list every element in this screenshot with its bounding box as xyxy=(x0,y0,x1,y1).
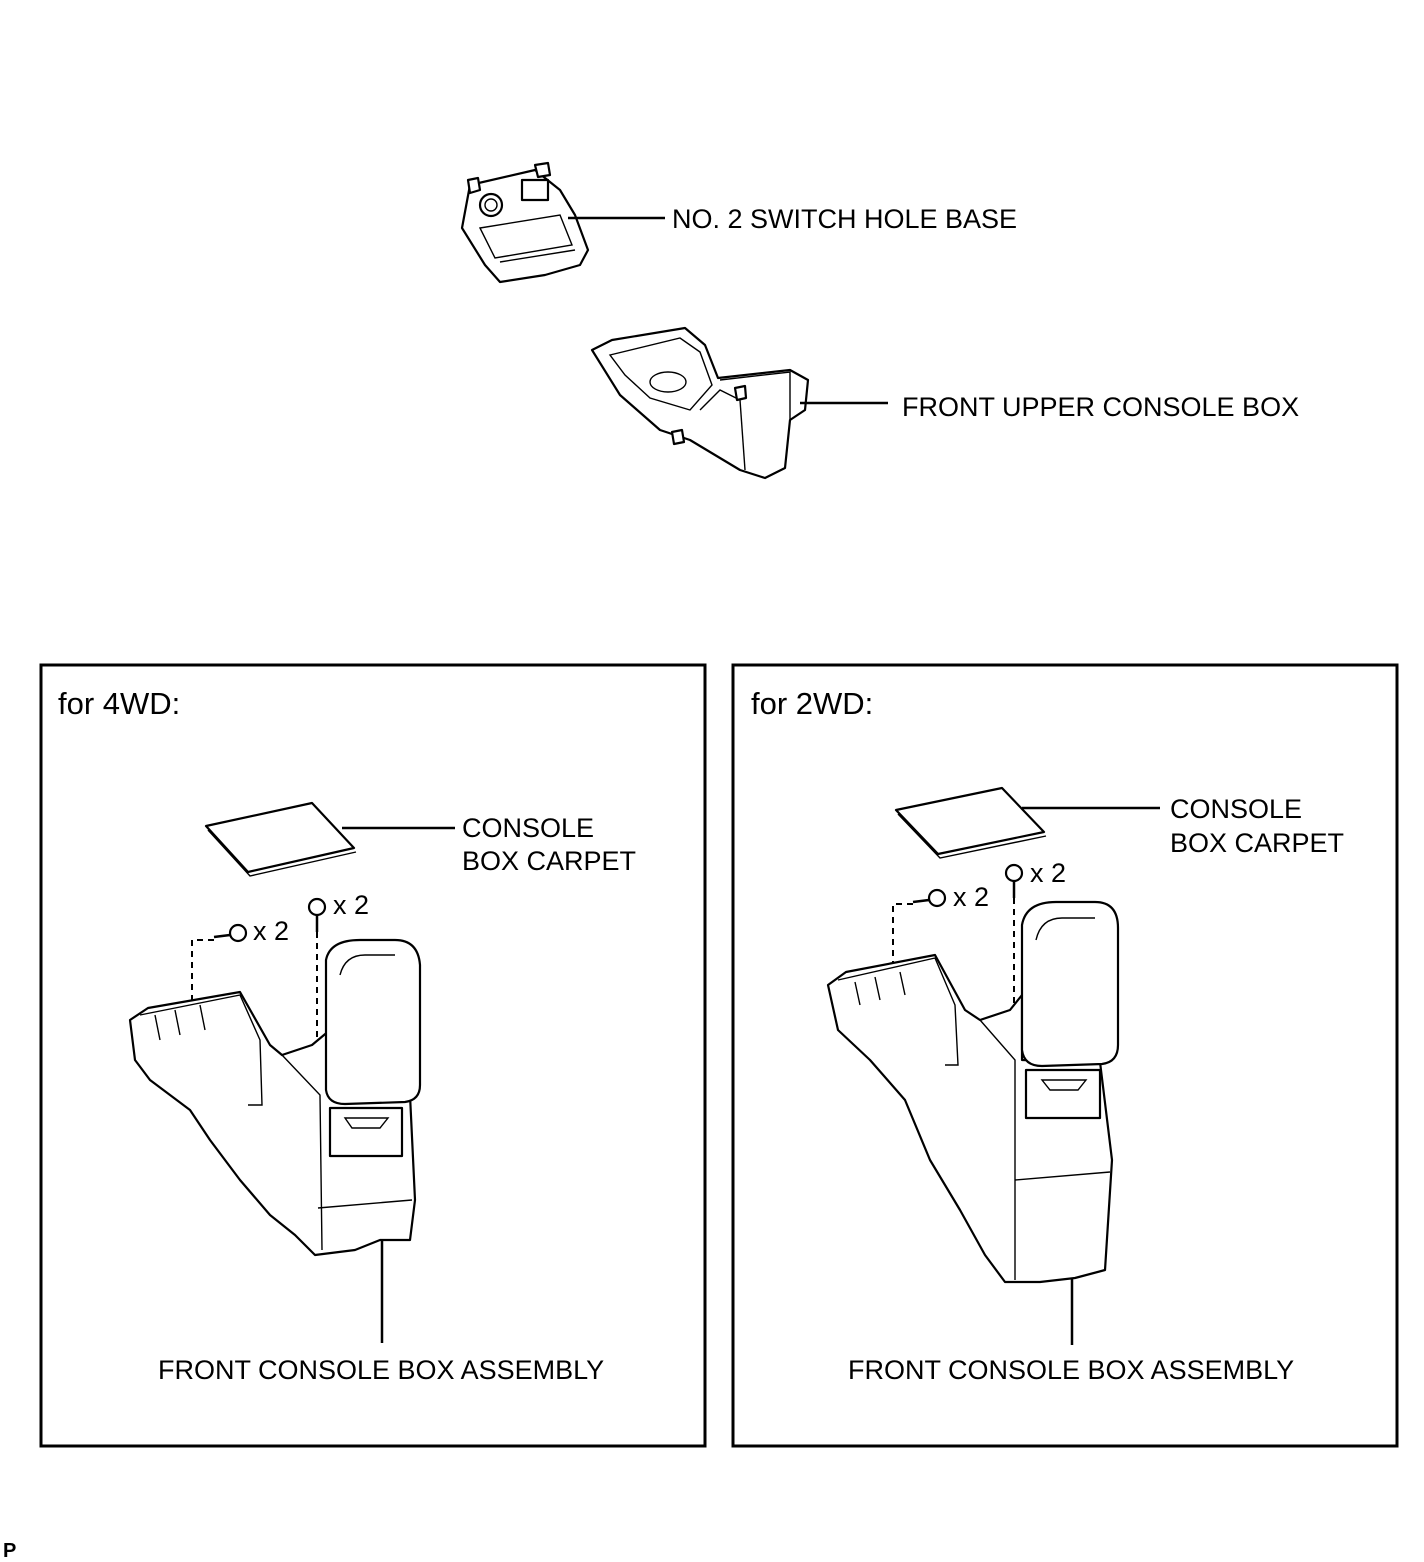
panel-2wd-carpet-label-line1: CONSOLE xyxy=(1170,794,1302,824)
footer-mark: P xyxy=(3,1540,16,1562)
panel-4wd-assembly-label: FRONT CONSOLE BOX ASSEMBLY xyxy=(158,1355,604,1385)
panel-4wd-front-console-box-assembly-part xyxy=(128,938,422,1257)
panel-4wd-screw-horizontal-icon xyxy=(213,923,248,943)
panel-2wd-front-console-box-assembly-part xyxy=(826,900,1120,1284)
front-upper-console-label: FRONT UPPER CONSOLE BOX xyxy=(902,392,1299,422)
panel-4wd-carpet-label-line2: BOX CARPET xyxy=(462,846,636,876)
panel-4wd-frame xyxy=(39,663,707,1448)
panel-4wd-carpet-label-line1: CONSOLE xyxy=(462,813,594,843)
panel-2wd-screw-horizontal-icon xyxy=(912,888,947,908)
panel-2wd-carpet-label-line2: BOX CARPET xyxy=(1170,828,1344,858)
panel-2wd-assembly-label: FRONT CONSOLE BOX ASSEMBLY xyxy=(848,1355,1294,1385)
panel-2wd-screw-path-a xyxy=(892,903,913,975)
switch-hole-base-part xyxy=(460,161,590,284)
panel-2wd-title: for 2WD: xyxy=(751,686,873,721)
panel-4wd-title: for 4WD: xyxy=(58,686,180,721)
panel-2wd-screw-count-b: x 2 xyxy=(1030,858,1066,888)
switch-hole-base-label: NO. 2 SWITCH HOLE BASE xyxy=(672,204,1017,234)
panel-2wd-console-box-carpet-part xyxy=(894,786,1047,859)
panel-2wd-frame xyxy=(731,663,1399,1448)
panel-2wd-screw-vertical-icon xyxy=(1004,863,1024,898)
panel-4wd-screw-path-a xyxy=(191,939,214,1010)
panel-4wd-screw-count-a: x 2 xyxy=(253,916,289,946)
front-upper-console-box-part xyxy=(590,326,810,480)
panel-4wd-screw-count-b: x 2 xyxy=(333,890,369,920)
panel-4wd-screw-vertical-icon xyxy=(307,897,327,932)
panel-4wd-console-box-carpet-part xyxy=(204,801,357,877)
panel-2wd-screw-count-a: x 2 xyxy=(953,882,989,912)
